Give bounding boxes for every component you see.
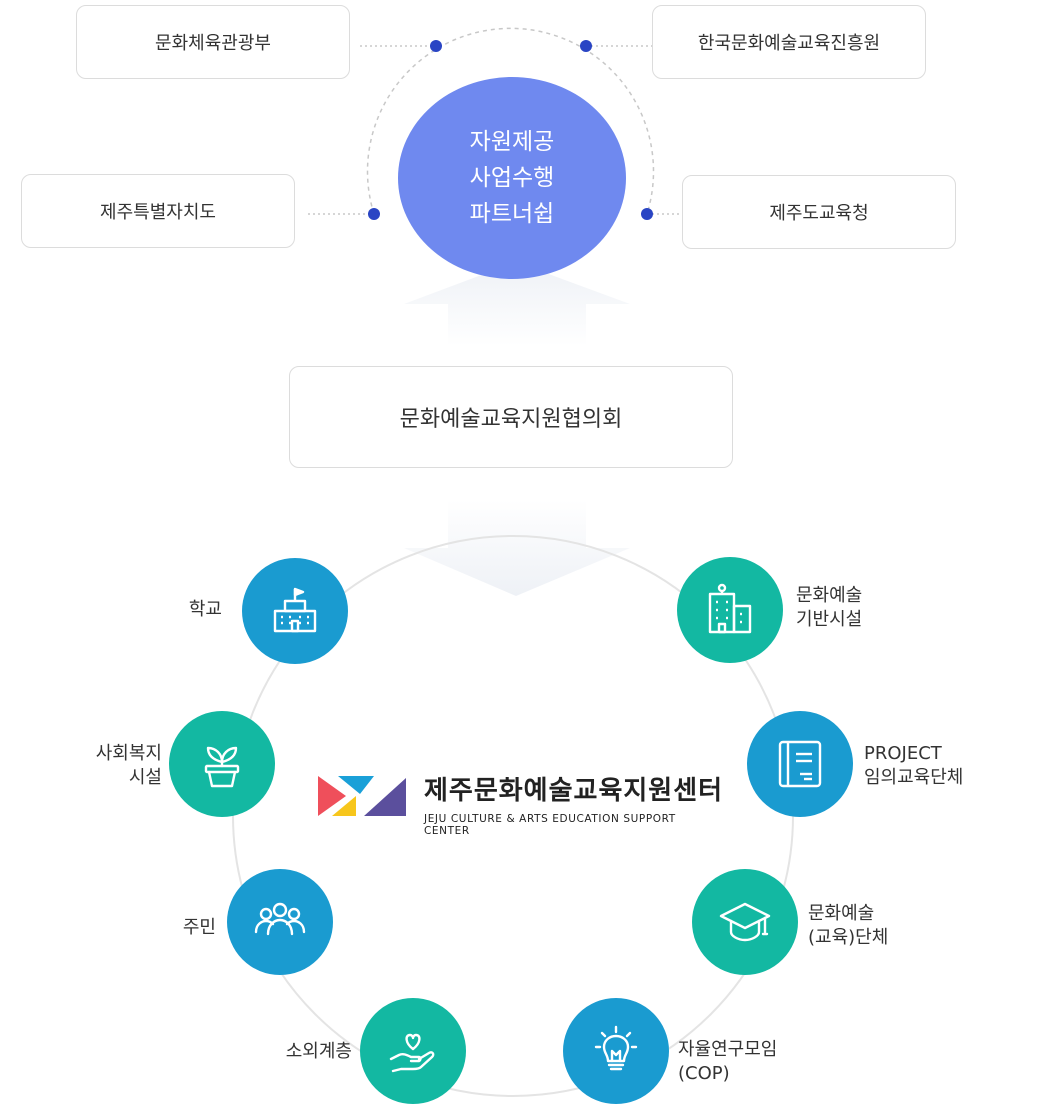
node-welfare	[169, 711, 275, 817]
node-arts-group	[692, 869, 798, 975]
partner-arte: 한국문화예술교육진흥원	[652, 5, 926, 79]
connector-dot	[368, 208, 380, 220]
connector-dot	[580, 40, 592, 52]
node-cop	[563, 998, 669, 1104]
hub-line: 사업수행	[469, 165, 555, 191]
node-culture-facility	[677, 557, 783, 663]
heart-hand-icon	[389, 1033, 435, 1073]
building-icon	[708, 583, 752, 634]
hub-circle: 자원제공 사업수행 파트너쉽	[398, 77, 626, 279]
label-marginalized: 소외계층	[285, 1041, 352, 1062]
partner-label: 문화체육관광부	[155, 33, 271, 54]
partner-jeju-province: 제주특별자치도	[21, 174, 295, 248]
node-residents	[227, 869, 333, 975]
council-box: 문화예술교육지원협의회	[289, 366, 733, 468]
school-icon	[273, 587, 317, 633]
arrow-up	[404, 262, 630, 346]
lightbulb-icon	[594, 1025, 638, 1071]
partner-label: 제주특별자치도	[100, 202, 216, 223]
hub-line: 파트너쉽	[469, 201, 555, 227]
center-subtitle: JEJU CULTURE & ARTS EDUCATION SUPPORT CE…	[424, 813, 676, 837]
graduation-cap-icon	[719, 902, 771, 942]
node-marginalized	[360, 998, 466, 1104]
partner-label: 제주도교육청	[769, 203, 869, 224]
hub-line: 자원제공	[469, 129, 555, 155]
partner-label: 한국문화예술교육진흥원	[697, 33, 881, 54]
node-project	[747, 711, 853, 817]
connector-dot	[641, 208, 653, 220]
label-school: 학교	[188, 599, 222, 620]
logo-mark-icon	[318, 776, 406, 816]
center-logo: 제주문화예술교육지원센터 JEJU CULTURE & ARTS EDUCATI…	[316, 772, 722, 837]
plant-pot-icon	[204, 746, 240, 788]
connector-dot	[430, 40, 442, 52]
center-text: 제주문화예술교육지원센터 JEJU CULTURE & ARTS EDUCATI…	[424, 770, 724, 837]
people-icon	[254, 902, 306, 936]
partner-mcst: 문화체육관광부	[76, 5, 350, 79]
label-arts-group: 문화예술(교육)단체	[808, 903, 889, 948]
label-residents: 주민	[182, 917, 216, 938]
hub-dashed-arc	[366, 27, 655, 215]
center-title: 제주문화예술교육지원센터	[424, 776, 724, 806]
label-cop: 자율연구모임(COP)	[678, 1039, 778, 1084]
node-school	[242, 558, 348, 664]
arrow-down	[404, 500, 630, 596]
partner-jeju-education: 제주도교육청	[682, 175, 956, 249]
council-label: 문화예술교육지원협의회	[399, 407, 623, 432]
book-icon	[778, 740, 822, 788]
